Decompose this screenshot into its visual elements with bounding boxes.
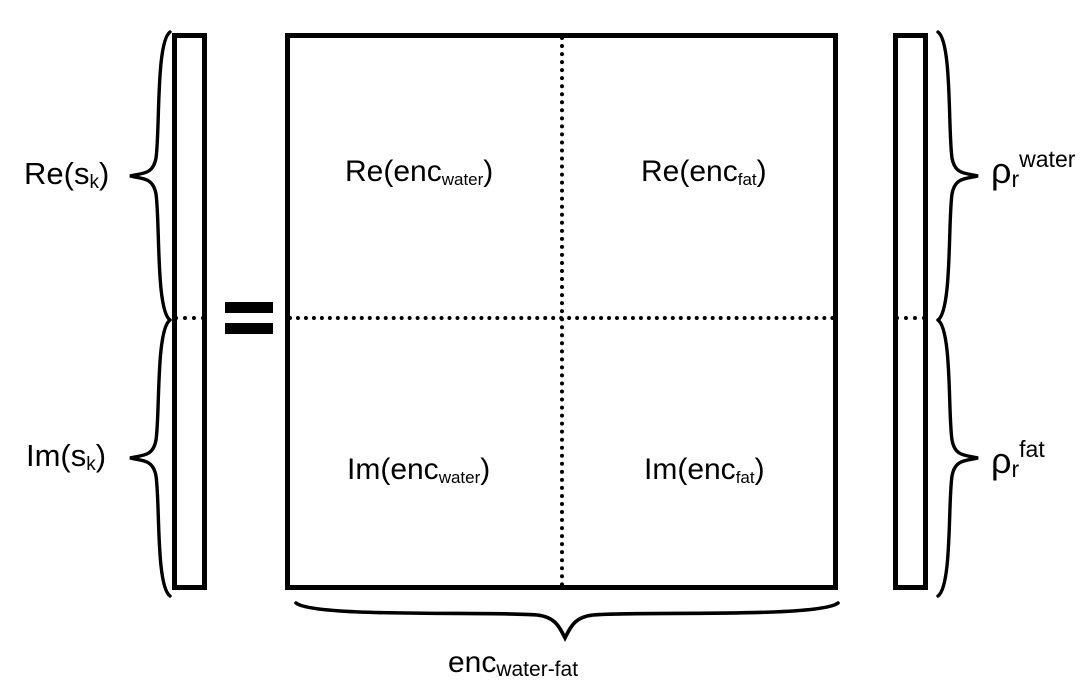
cell-10-close: ) [480, 453, 491, 486]
right-vector-divider [895, 316, 926, 320]
equals-bar-bottom [225, 323, 273, 334]
matrix-cell-im-enc-fat: Im(encfat) [644, 453, 765, 487]
label-re-sk-sub: k [89, 172, 99, 193]
label-re-sk-close: ) [98, 156, 110, 191]
matrix-horizontal-divider [288, 316, 835, 320]
matrix-cell-re-enc-water: Re(encwater) [345, 155, 494, 189]
cell-10-main: Im(enc [347, 453, 439, 486]
label-rho-water: ρrwater [991, 148, 1075, 192]
bottom-brace-icon [294, 601, 840, 643]
cell-11-sub: fat [735, 468, 755, 487]
right-vector-box [893, 33, 928, 590]
cell-00-sub: water [441, 170, 484, 189]
label-rho-water-sub: r [1011, 166, 1020, 192]
label-im-sk-main: Im(s [26, 438, 87, 473]
label-rho-fat-sup: fat [1019, 436, 1045, 462]
left-vector-box [172, 33, 207, 590]
label-rho-fat: ρrfat [991, 438, 1045, 482]
matrix-vertical-divider [560, 36, 564, 587]
label-re-sk: Re(sk) [24, 156, 110, 192]
right-brace-water-icon [936, 30, 979, 322]
left-brace-imag-icon [129, 318, 172, 598]
right-brace-fat-icon [936, 318, 979, 598]
equals-bar-top [225, 302, 273, 313]
matrix-cell-re-enc-fat: Re(encfat) [641, 155, 767, 189]
cell-10-sub: water [438, 468, 481, 487]
cell-00-close: ) [483, 155, 494, 188]
label-rho-water-symbol: ρ [991, 150, 1012, 191]
label-im-sk: Im(sk) [26, 438, 107, 474]
label-enc-main: enc [447, 646, 497, 679]
cell-01-sub: fat [737, 170, 757, 189]
label-rho-water-sup: water [1019, 146, 1076, 172]
label-rho-fat-sub: r [1011, 456, 1020, 482]
matrix-cell-im-enc-water: Im(encwater) [347, 453, 491, 487]
cell-01-main: Re(enc [641, 155, 738, 188]
label-enc-sub: water-fat [496, 658, 579, 681]
label-im-sk-sub: k [86, 454, 96, 475]
cell-01-close: ) [756, 155, 767, 188]
label-re-sk-main: Re(s [24, 156, 90, 191]
cell-00-main: Re(enc [345, 155, 442, 188]
cell-11-close: ) [754, 453, 765, 486]
left-brace-real-icon [129, 30, 172, 322]
label-im-sk-close: ) [95, 438, 107, 473]
label-rho-fat-symbol: ρ [991, 440, 1012, 481]
cell-11-main: Im(enc [644, 453, 736, 486]
label-enc-water-fat: encwater-fat [447, 646, 579, 681]
left-vector-divider [174, 316, 205, 320]
